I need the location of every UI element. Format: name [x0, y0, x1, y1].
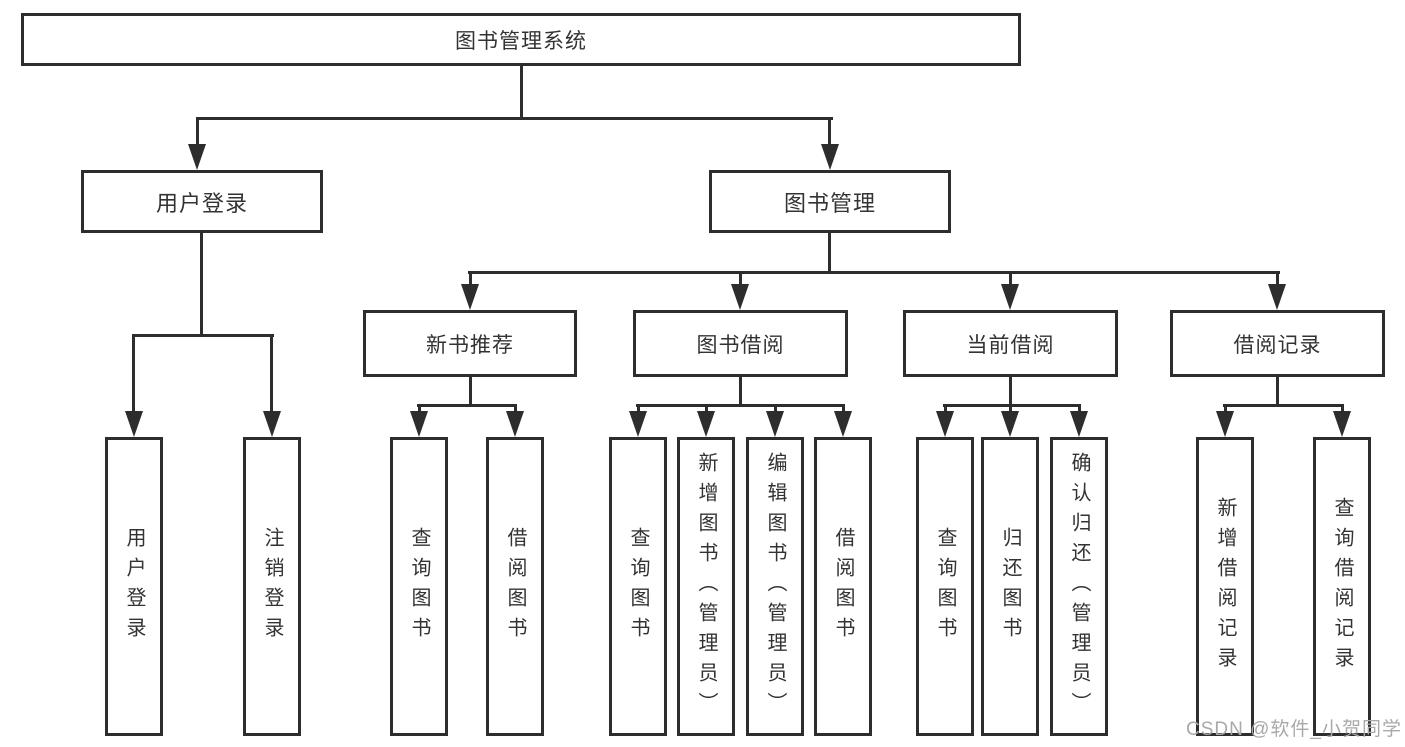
node-book-borrowing: 图书借阅	[633, 310, 848, 377]
connector-book-borrowing-stem	[739, 374, 742, 407]
node-new-book-recommend: 新书推荐	[363, 310, 577, 377]
leaf-return-books: 归还图书	[981, 437, 1039, 736]
arrowhead-down-icon	[697, 411, 715, 437]
arrowhead-down-icon	[821, 144, 839, 170]
connector-leaf-drop	[514, 404, 517, 414]
connector-leaf-drop	[1009, 404, 1012, 414]
csdn-watermark: CSDN @软件_小贺同学	[1186, 719, 1402, 740]
connector-to-book-management	[828, 117, 831, 147]
connector-leaf-drop	[418, 404, 421, 414]
node-current-borrowing: 当前借阅	[903, 310, 1118, 377]
connector-to-book-borrowing	[739, 271, 742, 287]
leaf-add-borrow-record: 新增借阅记录	[1196, 437, 1254, 736]
arrowhead-down-icon	[731, 284, 749, 310]
connector-current-borrowing-branch	[943, 404, 1081, 407]
leaf-borrow-books-1: 借阅图书	[486, 437, 544, 736]
node-library-management-system: 图书管理系统	[21, 13, 1021, 66]
arrowhead-down-icon	[1333, 411, 1351, 437]
connector-leaf-drop	[1341, 404, 1344, 414]
leaf-user-login: 用户登录	[105, 437, 163, 736]
connector-leaf-drop	[842, 404, 845, 414]
arrowhead-down-icon	[125, 411, 143, 437]
arrowhead-down-icon	[766, 411, 784, 437]
arrowhead-down-icon	[506, 411, 524, 437]
connector-to-current-borrowing	[1009, 271, 1012, 287]
connector-user-login-stem	[200, 233, 203, 337]
arrowhead-down-icon	[1001, 284, 1019, 310]
arrowhead-down-icon	[834, 411, 852, 437]
arrowhead-down-icon	[263, 411, 281, 437]
leaf-query-books-1: 查询图书	[390, 437, 448, 736]
connector-leaf-drop	[1224, 404, 1227, 414]
connector-new-books-stem	[469, 374, 472, 407]
connector-user-login-branch	[133, 334, 274, 337]
connector-root-branch	[196, 117, 833, 120]
connector-leaf-drop	[637, 404, 640, 414]
connector-book-management-stem	[828, 233, 831, 274]
connector-to-new-books	[469, 271, 472, 287]
arrowhead-down-icon	[461, 284, 479, 310]
connector-leaf-drop	[774, 404, 777, 414]
arrowhead-down-icon	[1216, 411, 1234, 437]
connector-borrowing-records-stem	[1276, 374, 1279, 407]
connector-book-borrowing-branch	[636, 404, 845, 407]
connector-current-borrowing-stem	[1009, 374, 1012, 407]
connector-new-books-branch	[417, 404, 517, 407]
connector-to-user-login	[196, 117, 199, 147]
arrowhead-down-icon	[936, 411, 954, 437]
leaf-confirm-return-admin: 确认归还（管理员）	[1050, 437, 1108, 736]
node-borrowing-records: 借阅记录	[1170, 310, 1385, 377]
connector-leaf-drop	[944, 404, 947, 414]
leaf-query-borrow-record: 查询借阅记录	[1313, 437, 1371, 736]
leaf-query-books-3: 查询图书	[916, 437, 974, 736]
connector-leaf-drop	[1078, 404, 1081, 414]
connector-borrowing-records-branch	[1223, 404, 1344, 407]
leaf-logout: 注销登录	[243, 437, 301, 736]
connector-root-stem	[520, 64, 523, 120]
connector-to-borrowing-records	[1276, 271, 1279, 287]
arrowhead-down-icon	[410, 411, 428, 437]
arrowhead-down-icon	[1070, 411, 1088, 437]
node-user-login: 用户登录	[81, 170, 323, 233]
arrowhead-down-icon	[1001, 411, 1019, 437]
connector-leaf-drop	[705, 404, 708, 414]
arrowhead-down-icon	[629, 411, 647, 437]
arrowhead-down-icon	[188, 144, 206, 170]
node-book-management: 图书管理	[709, 170, 951, 233]
leaf-add-books-admin: 新增图书（管理员）	[677, 437, 735, 736]
connector-book-management-branch	[468, 271, 1280, 274]
leaf-query-books-2: 查询图书	[609, 437, 667, 736]
leaf-edit-books-admin: 编辑图书（管理员）	[746, 437, 804, 736]
connector-to-logout-leaf	[270, 334, 273, 414]
leaf-borrow-books-2: 借阅图书	[814, 437, 872, 736]
connector-to-user-login-leaf	[132, 334, 135, 414]
arrowhead-down-icon	[1268, 284, 1286, 310]
